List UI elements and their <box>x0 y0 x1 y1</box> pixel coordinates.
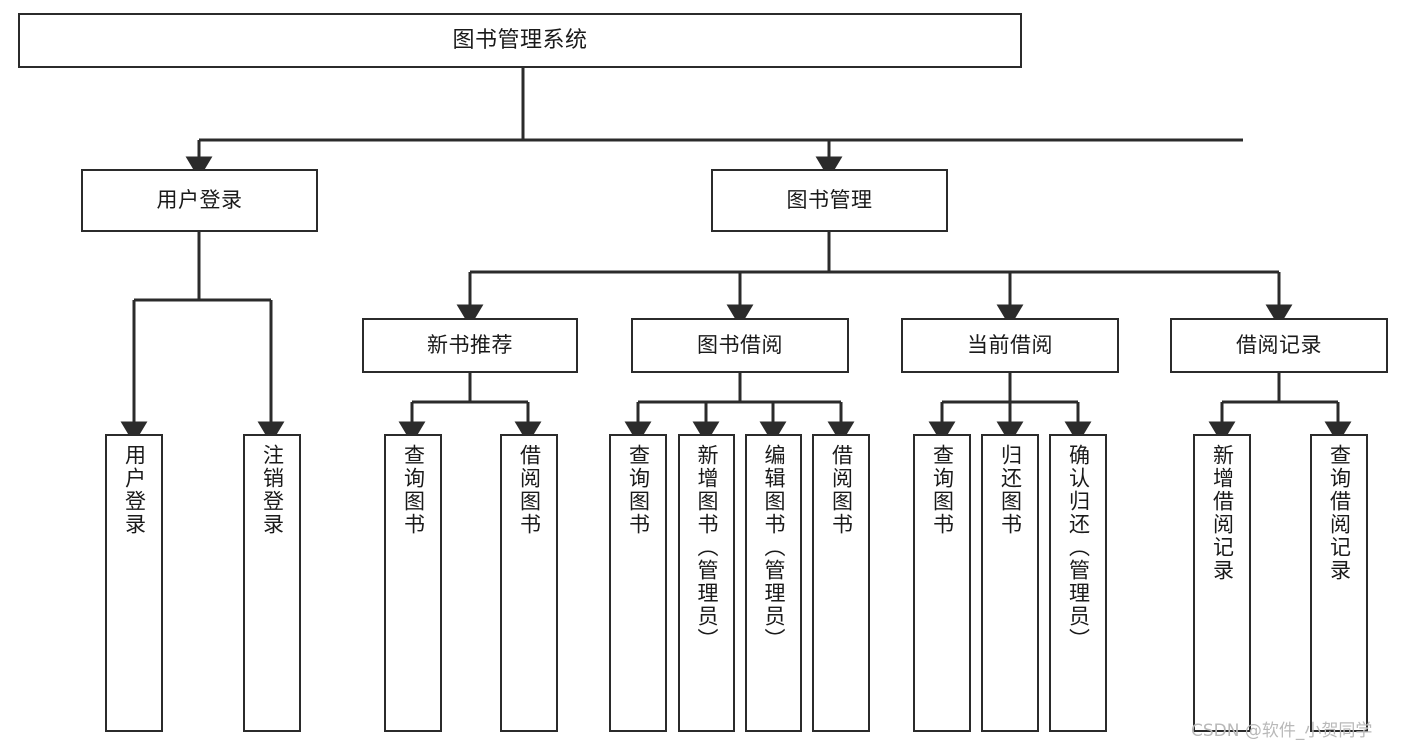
node-borrow-record[interactable]: 借阅记录 <box>1170 318 1388 373</box>
csdn-watermark: CSDN @软件_小贺同学 <box>1191 721 1373 741</box>
node-label: 新增图书（管理员） <box>695 444 719 651</box>
node-label: 新书推荐 <box>427 333 513 358</box>
leaf-add-book-admin[interactable]: 新增图书（管理员） <box>678 434 735 732</box>
leaf-user-logout[interactable]: 注销登录 <box>243 434 301 732</box>
node-label: 查询图书 <box>626 444 651 536</box>
leaf-borrow-book[interactable]: 借阅图书 <box>812 434 870 732</box>
leaf-return-book[interactable]: 归还图书 <box>981 434 1039 732</box>
node-label: 用户登录 <box>156 188 243 213</box>
node-new-book-recommend[interactable]: 新书推荐 <box>362 318 578 373</box>
node-label: 注销登录 <box>260 444 285 536</box>
node-label: 借阅记录 <box>1236 333 1322 358</box>
node-label: 借阅图书 <box>517 444 542 536</box>
node-label: 图书管理系统 <box>452 27 588 53</box>
node-label: 图书管理 <box>786 188 873 213</box>
node-label: 借阅图书 <box>829 444 854 536</box>
node-label: 归还图书 <box>998 444 1023 536</box>
leaf-user-login[interactable]: 用户登录 <box>105 434 163 732</box>
leaf-borrow-book-recommend[interactable]: 借阅图书 <box>500 434 558 732</box>
node-book-borrow[interactable]: 图书借阅 <box>631 318 849 373</box>
leaf-query-book-borrow[interactable]: 查询图书 <box>609 434 667 732</box>
node-label: 新增借阅记录 <box>1210 444 1235 582</box>
leaf-query-borrow-record[interactable]: 查询借阅记录 <box>1310 434 1368 732</box>
node-label: 用户登录 <box>122 444 147 536</box>
node-user-login[interactable]: 用户登录 <box>81 169 318 232</box>
leaf-query-book-recommend[interactable]: 查询图书 <box>384 434 442 732</box>
node-label: 确认归还（管理员） <box>1066 444 1091 651</box>
leaf-add-borrow-record[interactable]: 新增借阅记录 <box>1193 434 1251 732</box>
node-label: 查询借阅记录 <box>1327 444 1352 582</box>
leaf-edit-book-admin[interactable]: 编辑图书（管理员） <box>745 434 802 732</box>
node-current-borrow[interactable]: 当前借阅 <box>901 318 1119 373</box>
node-label: 图书借阅 <box>697 333 783 358</box>
leaf-confirm-return-admin[interactable]: 确认归还（管理员） <box>1049 434 1107 732</box>
node-book-management[interactable]: 图书管理 <box>711 169 948 232</box>
node-label: 查询图书 <box>930 444 955 536</box>
leaf-query-book-current[interactable]: 查询图书 <box>913 434 971 732</box>
node-label: 查询图书 <box>401 444 426 536</box>
node-label: 编辑图书（管理员） <box>762 444 786 651</box>
node-root-system[interactable]: 图书管理系统 <box>18 13 1022 68</box>
node-label: 当前借阅 <box>967 333 1053 358</box>
